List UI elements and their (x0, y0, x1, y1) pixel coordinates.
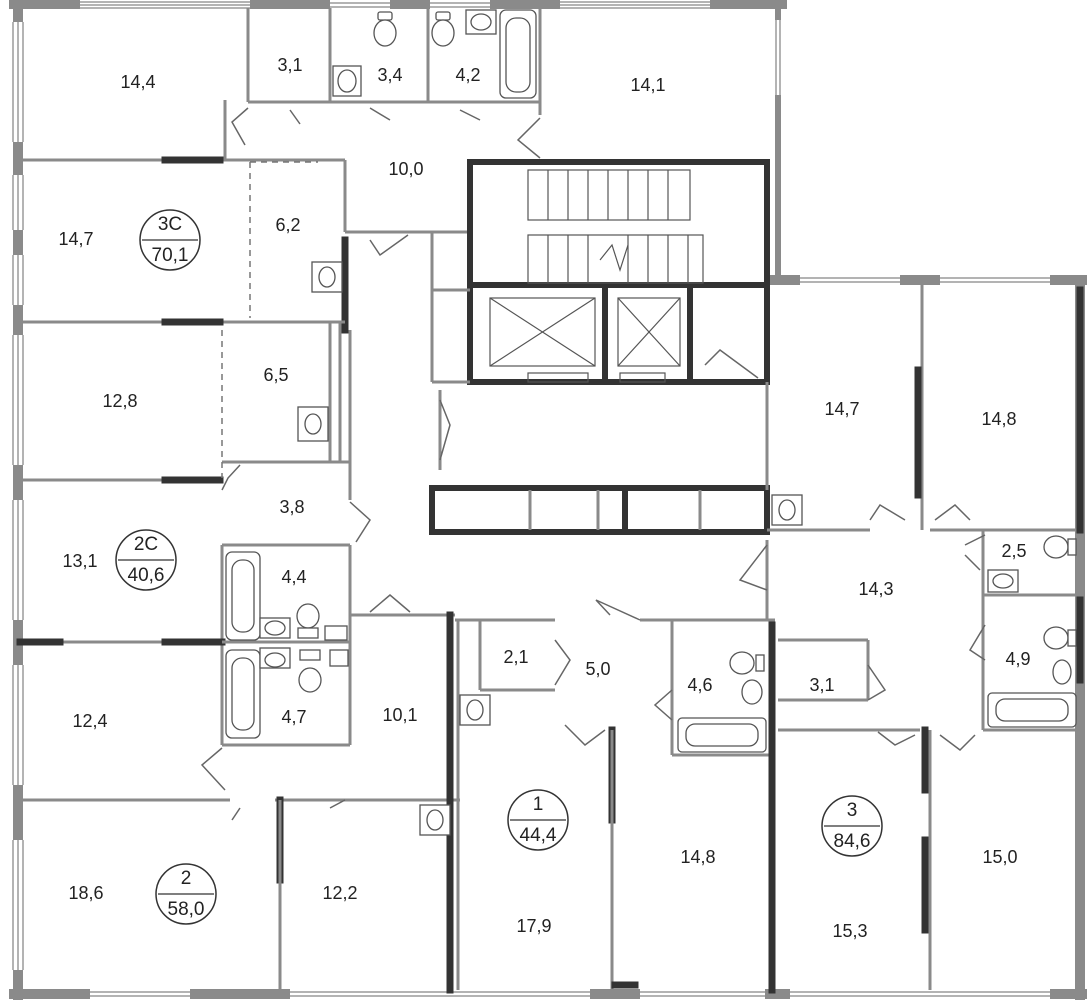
room-area: 3,8 (279, 497, 304, 517)
right-block-walls (455, 285, 1084, 994)
apartment-rooms: 3С (158, 214, 182, 235)
room-area: 5,0 (585, 659, 610, 679)
left-windows (10, 22, 26, 970)
room-area: 4,6 (687, 675, 712, 695)
room-labels: 14,4 3,1 3,4 4,2 14,1 10,0 14,7 6,2 12,8… (58, 55, 1030, 941)
building-core (429, 159, 770, 535)
room-area: 14,7 (824, 399, 859, 419)
apartment-rooms: 3 (847, 800, 858, 821)
room-area: 12,8 (102, 391, 137, 411)
apartment-badge-3: 3 84,6 (821, 795, 883, 857)
apartment-badge-3c: 3С 70,1 (139, 209, 201, 271)
top-windows (80, 0, 1050, 285)
apartment-badge-1: 1 44,4 (507, 789, 569, 851)
room-area: 15,3 (832, 921, 867, 941)
apartment-total-area: 70,1 (152, 245, 189, 266)
apartment-badge-2c: 2С 40,6 (115, 529, 177, 591)
room-area: 14,8 (680, 847, 715, 867)
bottom-windows (90, 989, 1050, 999)
apartment-total-area: 58,0 (168, 899, 205, 920)
room-area: 4,9 (1005, 649, 1030, 669)
apartment-total-area: 44,4 (520, 825, 557, 846)
room-area: 10,0 (388, 159, 423, 179)
interior-walls (16, 8, 542, 994)
room-area: 14,8 (981, 409, 1016, 429)
room-area: 15,0 (982, 847, 1017, 867)
room-area: 3,1 (277, 55, 302, 75)
fixtures (225, 9, 1077, 836)
room-area: 10,1 (382, 705, 417, 725)
room-area: 14,3 (858, 579, 893, 599)
doors (200, 107, 986, 821)
apartment-badge-2: 2 58,0 (155, 863, 217, 925)
room-area: 13,1 (62, 551, 97, 571)
apartment-rooms: 1 (533, 794, 544, 815)
room-area: 4,4 (281, 567, 306, 587)
apartment-total-area: 84,6 (834, 831, 871, 852)
room-area: 3,1 (809, 675, 834, 695)
room-area: 2,5 (1001, 541, 1026, 561)
room-area: 12,4 (72, 711, 107, 731)
room-area: 12,2 (322, 883, 357, 903)
room-area: 6,2 (275, 215, 300, 235)
room-area: 4,7 (281, 707, 306, 727)
apartment-rooms: 2С (134, 534, 158, 555)
room-area: 17,9 (516, 916, 551, 936)
apartment-total-area: 40,6 (128, 565, 165, 586)
apartment-rooms: 2 (181, 868, 192, 889)
room-area: 18,6 (68, 883, 103, 903)
room-area: 2,1 (503, 647, 528, 667)
room-area: 4,2 (455, 65, 480, 85)
room-area: 6,5 (263, 365, 288, 385)
room-area: 14,7 (58, 229, 93, 249)
room-area: 14,4 (120, 72, 155, 92)
room-area: 3,4 (377, 65, 402, 85)
room-area: 14,1 (630, 75, 665, 95)
